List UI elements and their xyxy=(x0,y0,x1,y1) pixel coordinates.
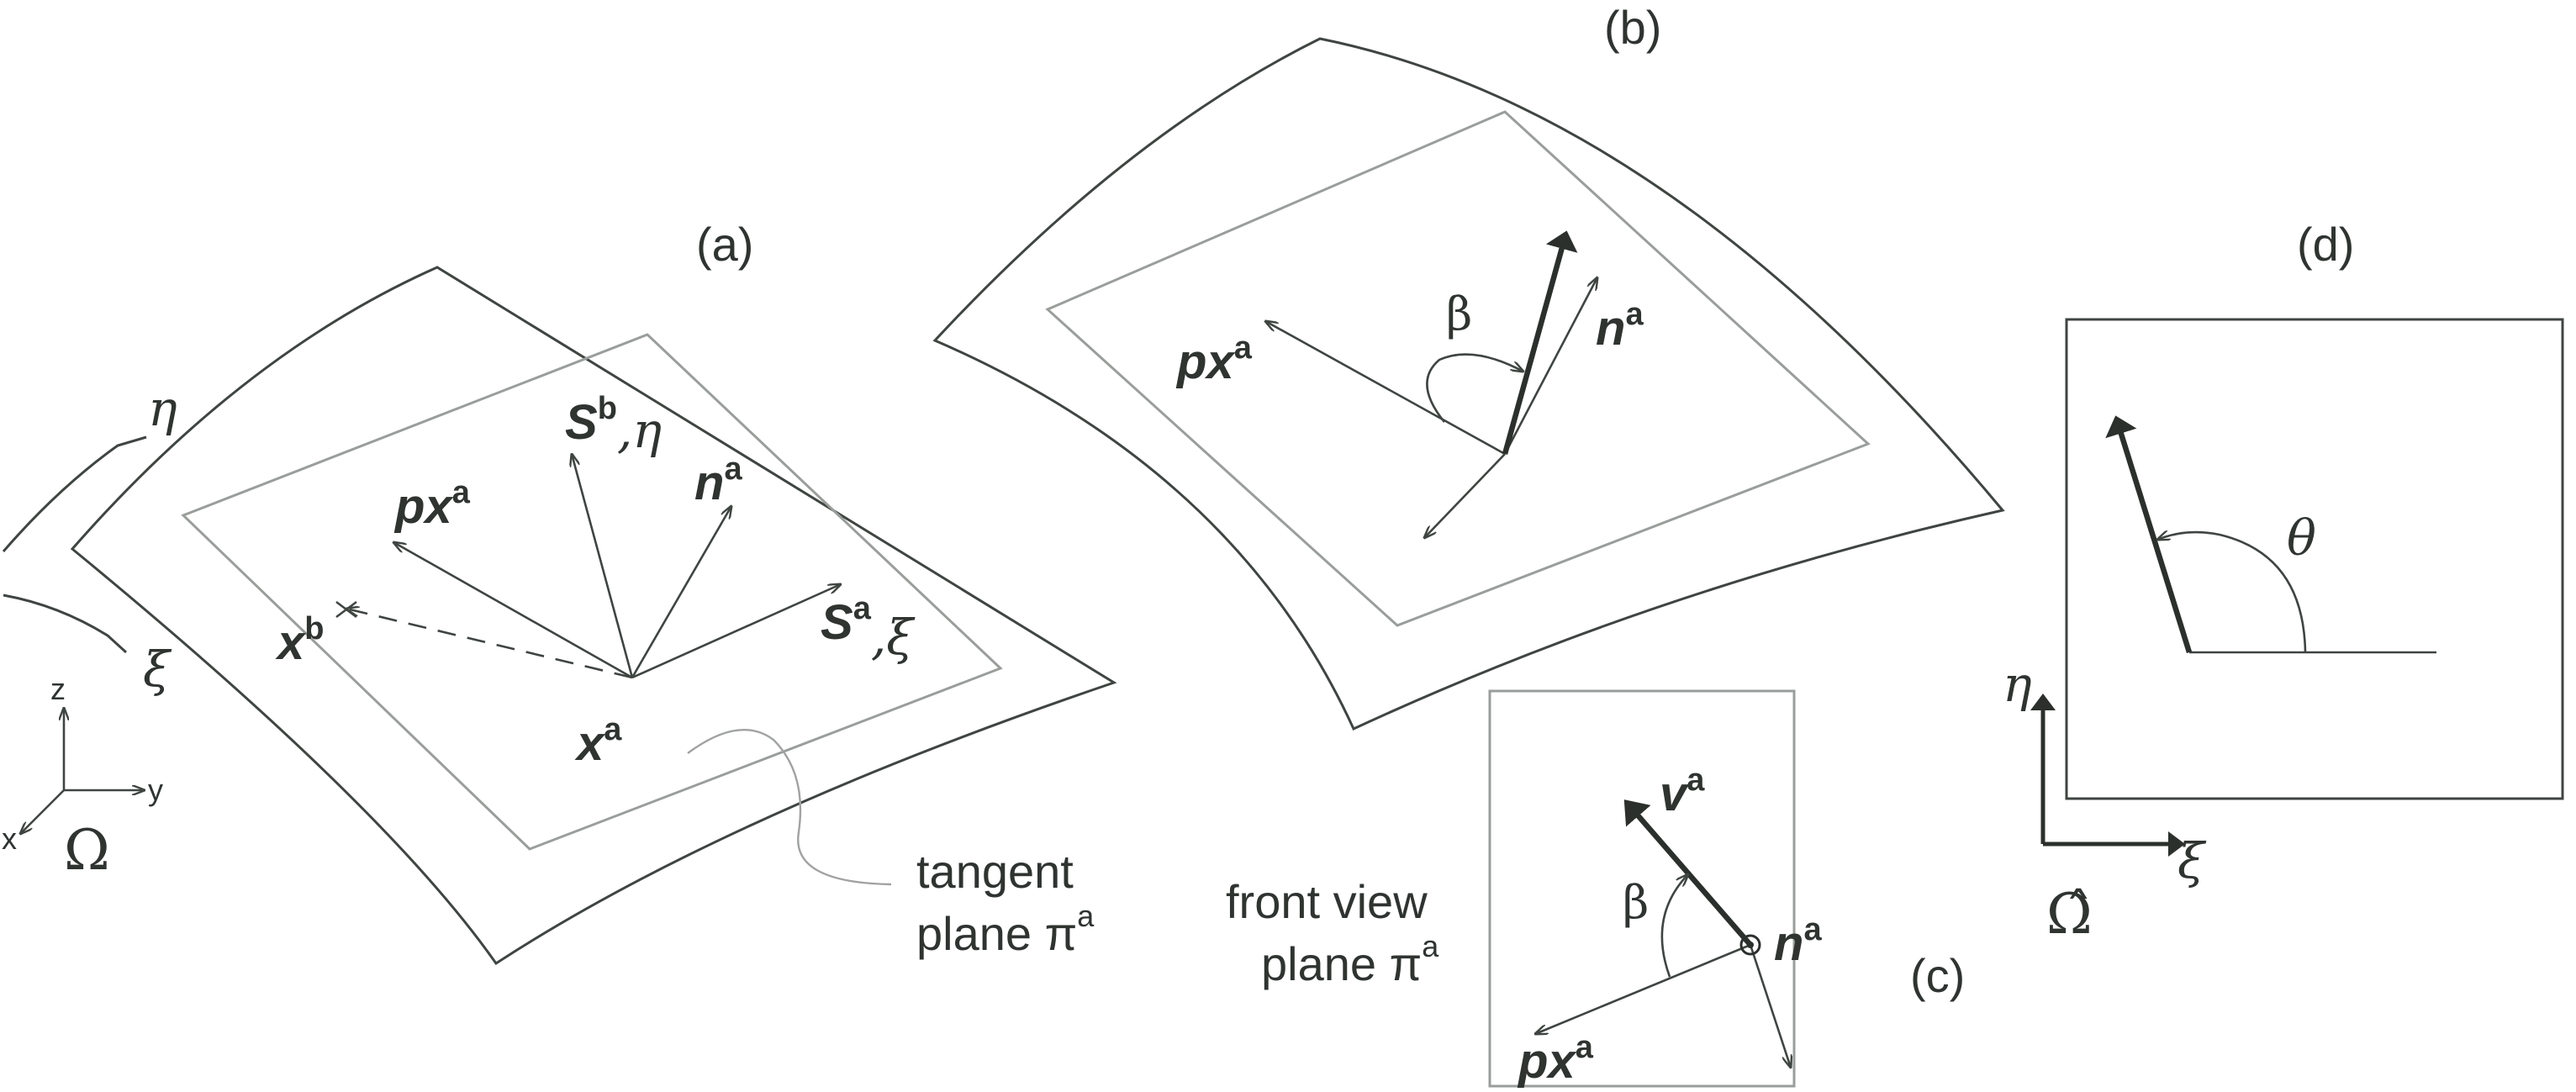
xa-label: xa xyxy=(574,712,622,771)
panel-c-label: (c) xyxy=(1910,949,1965,1002)
x-axis xyxy=(20,789,65,834)
px-vector-b xyxy=(1265,321,1506,456)
panel-b: (b) β pxa na xyxy=(932,1,2005,731)
xi-label-d: ξ xyxy=(2177,832,2207,889)
panel-a-label: (a) xyxy=(696,218,753,271)
tangent-plane-label-line1: tangent xyxy=(916,845,1074,898)
eta-label-left: η xyxy=(148,380,177,437)
px-label-c: pxa xyxy=(1517,1030,1594,1089)
tangent-plane-leader xyxy=(687,729,892,886)
beta-arc-b xyxy=(1426,353,1523,423)
theta-label: θ xyxy=(2287,509,2316,567)
eta-coordinate-line xyxy=(2,435,147,552)
omega-label: Ω xyxy=(64,818,110,883)
v-label-c: va xyxy=(1660,762,1705,821)
panel-a: (a) Sb,η pxa na Sa,ξ xb xa tangent plane… xyxy=(70,218,1117,966)
s-eta-vector xyxy=(572,454,634,678)
theta-arc xyxy=(2157,532,2307,653)
parametric-frame xyxy=(2065,318,2564,800)
n-label-c: na xyxy=(1774,912,1822,971)
s-xi-vector xyxy=(631,584,841,679)
down-vector-c xyxy=(1749,944,1791,1068)
px-label-b: pxa xyxy=(1175,330,1253,389)
xi-coordinate-line xyxy=(3,593,128,654)
normal-dot xyxy=(1747,942,1754,948)
eta-label-d: η xyxy=(2003,656,2032,713)
z-axis-label: z xyxy=(50,672,66,706)
x-axis-label: x xyxy=(2,821,17,856)
beta-label-c: β xyxy=(1623,876,1649,929)
curvilinear-coords: η ξ xyxy=(2,380,177,698)
tangent-plane-label-line2: plane πa xyxy=(916,899,1095,960)
back-vector-b xyxy=(1424,453,1506,538)
px-vector-c xyxy=(1535,943,1751,1034)
panel-b-label: (b) xyxy=(1604,1,1661,54)
s-xi-label: Sa,ξ xyxy=(821,591,916,666)
xb-point-mark xyxy=(335,600,357,619)
beta-arc-c xyxy=(1660,874,1688,978)
tangent-plane-a xyxy=(181,333,1003,851)
global-axes: z y x Ω xyxy=(2,672,163,883)
beta-label-b: β xyxy=(1446,288,1472,340)
xb-label: xb xyxy=(275,611,324,670)
panel-c: (c) β va na pxa front view plane πa xyxy=(1226,689,1965,1089)
omega-hat-label: Ω̂ xyxy=(2046,882,2093,947)
surface-a-outline xyxy=(70,266,1117,966)
s-eta-label: Sb,η xyxy=(565,391,662,459)
y-axis-label: y xyxy=(148,773,163,807)
panel-d-label: (d) xyxy=(2297,218,2354,271)
front-view-label-line2: plane πa xyxy=(1261,929,1439,990)
n-vector-a xyxy=(631,506,731,678)
n-label-b: na xyxy=(1596,297,1644,356)
px-label-a: pxa xyxy=(393,475,471,534)
front-view-label-line1: front view xyxy=(1226,875,1428,928)
xb-dashed-line xyxy=(346,609,633,679)
panel-d: (d) θ η ξ Ω̂ xyxy=(2003,218,2564,947)
xi-label-left: ξ xyxy=(143,641,172,698)
v-vector-d-bold xyxy=(2105,415,2193,653)
n-vector-b xyxy=(1503,277,1597,455)
tangent-plane-b xyxy=(1045,110,1871,627)
surface-b-outline xyxy=(932,37,2005,731)
front-view-frame xyxy=(1488,689,1796,1088)
px-vector-a xyxy=(393,542,633,679)
v-vector-b-bold xyxy=(1502,230,1578,455)
normal-out-of-plane-symbol xyxy=(1739,934,1761,956)
n-label-a: na xyxy=(694,451,742,510)
